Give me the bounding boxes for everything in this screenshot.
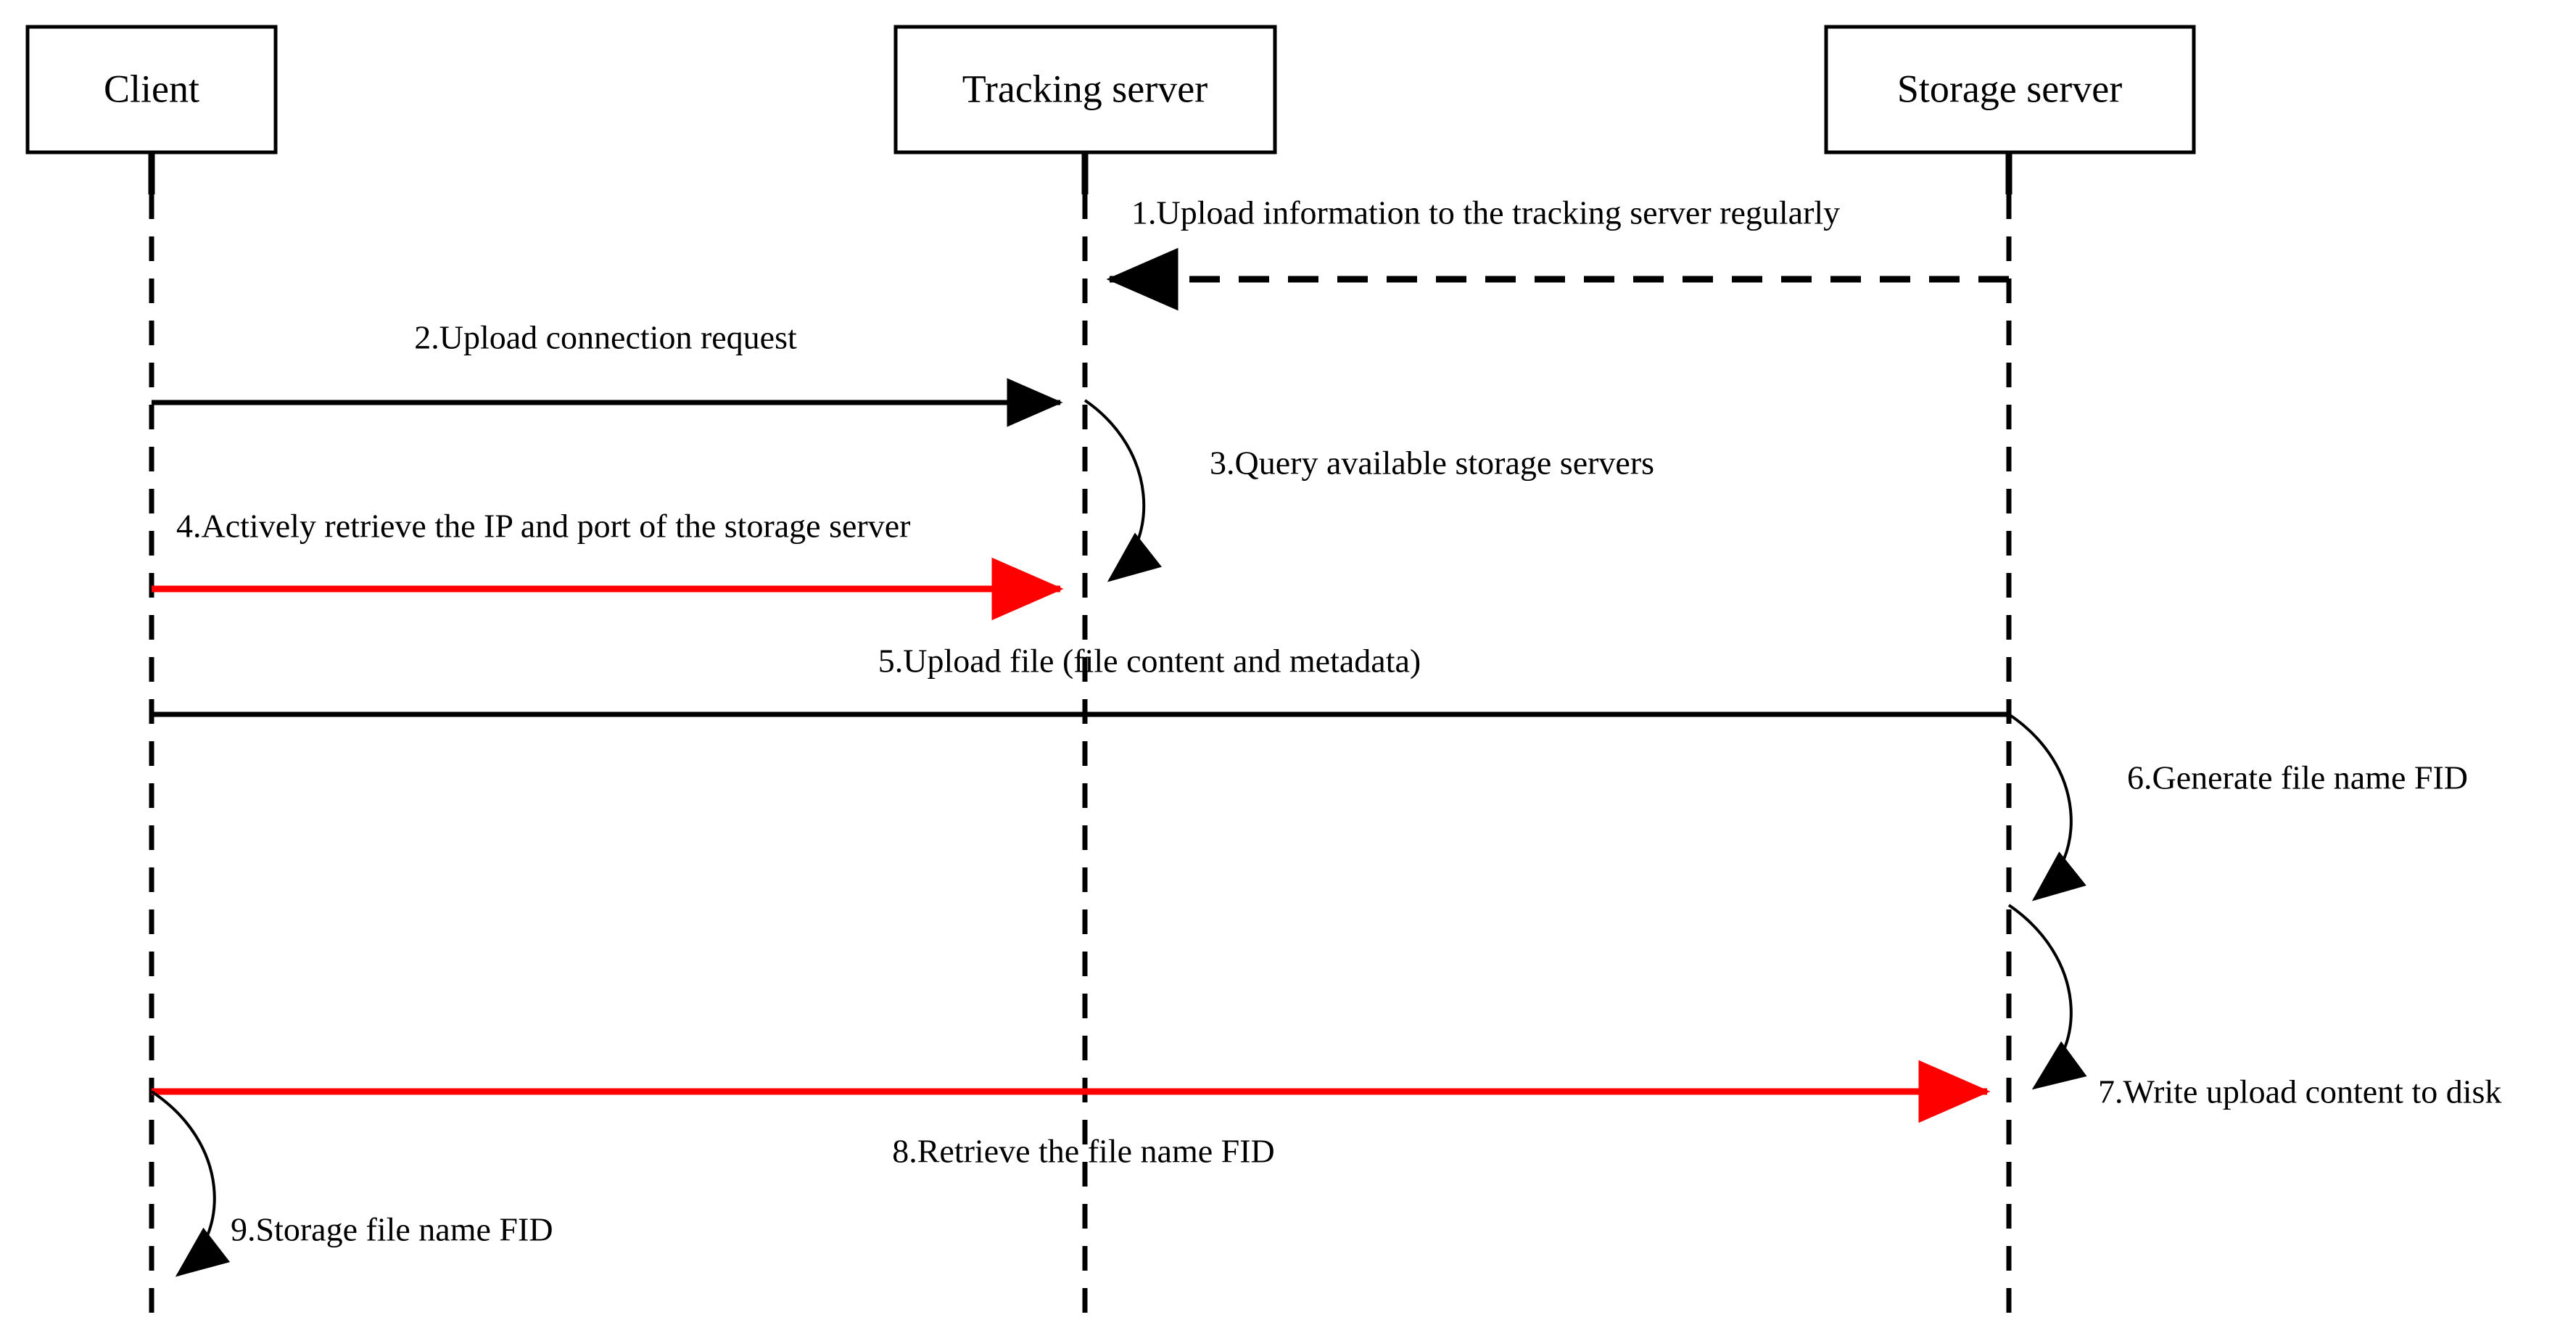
message-label-1: 1.Upload information to the tracking ser… xyxy=(1131,194,1840,231)
participant-box-client[interactable] xyxy=(25,25,278,154)
message-8[interactable]: 8.Retrieve the file name FID xyxy=(152,1060,1991,1170)
message-7[interactable]: 7.Write upload content to disk xyxy=(2007,904,2501,1110)
message-selfloop-3[interactable] xyxy=(1083,399,1162,582)
message-4[interactable]: 4.Actively retrieve the IP and port of t… xyxy=(152,508,1064,621)
message-label-6: 6.Generate file name FID xyxy=(2127,759,2468,796)
message-label-8: 8.Retrieve the file name FID xyxy=(892,1133,1275,1170)
participant-tracking-server[interactable]: Tracking server xyxy=(893,25,1277,154)
message-selfloop-6[interactable] xyxy=(2007,713,2086,901)
message-1[interactable]: 1.Upload information to the tracking ser… xyxy=(1106,194,2009,311)
participant-client[interactable]: Client xyxy=(25,25,278,154)
participant-storage-server[interactable]: Storage server xyxy=(1824,25,2196,154)
message-3[interactable]: 3.Query available storage servers xyxy=(1083,399,1654,582)
message-label-2: 2.Upload connection request xyxy=(414,319,797,356)
participant-box-tracking-server[interactable] xyxy=(893,25,1277,154)
lifeline-group xyxy=(148,152,2012,1314)
participant-box-storage-server[interactable] xyxy=(1824,25,2196,154)
message-selfloop-9[interactable] xyxy=(150,1090,231,1277)
message-2[interactable]: 2.Upload connection request xyxy=(152,319,1063,427)
message-label-3: 3.Query available storage servers xyxy=(1210,445,1654,482)
message-label-5: 5.Upload file (file content and metadata… xyxy=(878,643,1421,680)
message-label-7: 7.Write upload content to disk xyxy=(2098,1073,2501,1110)
message-selfloop-7[interactable] xyxy=(2007,904,2087,1090)
message-label-4: 4.Actively retrieve the IP and port of t… xyxy=(176,508,910,545)
message-6[interactable]: 6.Generate file name FID xyxy=(2007,713,2468,901)
message-5[interactable]: 5.Upload file (file content and metadata… xyxy=(152,643,2009,717)
participant-label-storage-server: Storage server xyxy=(1897,67,2122,110)
participant-label-client: Client xyxy=(104,67,199,110)
message-label-9: 9.Storage file name FID xyxy=(231,1211,553,1248)
participant-label-tracking-server: Tracking server xyxy=(962,67,1208,110)
message-9[interactable]: 9.Storage file name FID xyxy=(150,1090,553,1277)
